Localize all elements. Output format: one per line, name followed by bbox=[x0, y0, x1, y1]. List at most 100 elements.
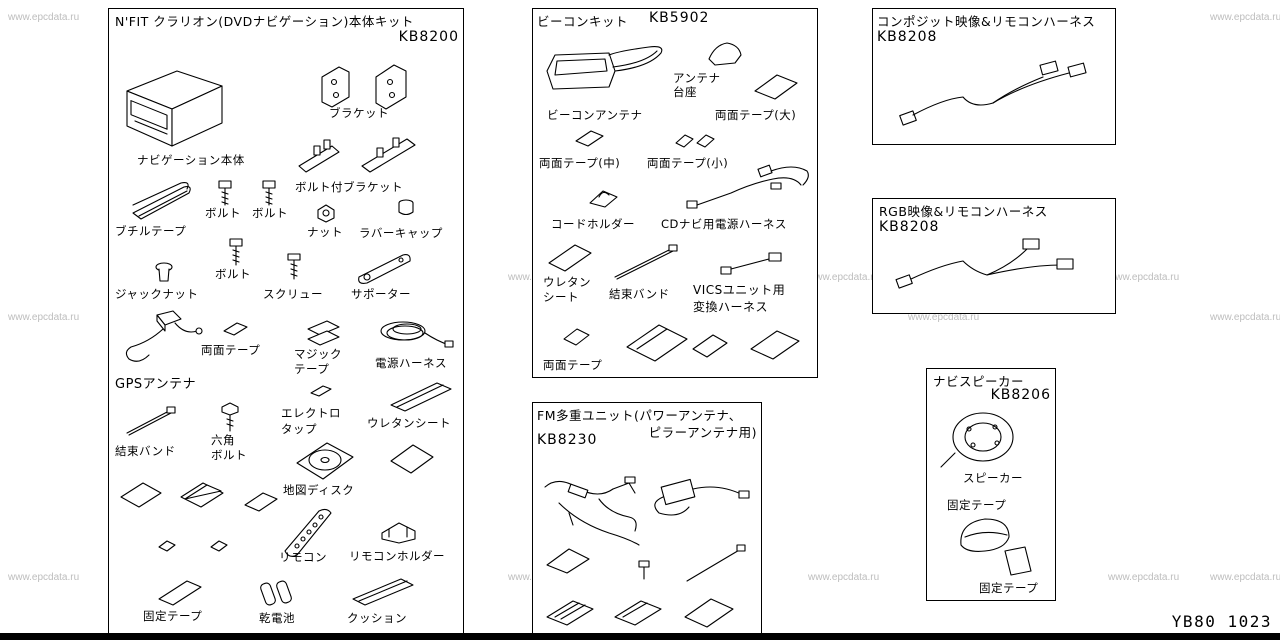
nut-illustration bbox=[315, 202, 337, 224]
label-bracket: ブラケット bbox=[329, 106, 389, 120]
composite-kit-title: コンポジット映像&リモコンハーネス bbox=[877, 14, 1096, 29]
label-ds-tape: 両面テープ bbox=[201, 343, 261, 357]
rgb-kit-code: KB8208 bbox=[879, 219, 940, 235]
label-remote: リモコン bbox=[279, 550, 327, 564]
watermark-text: www.epcdata.ru bbox=[808, 272, 880, 283]
label-beacon-antenna: ビーコンアンテナ bbox=[547, 108, 643, 122]
composite-kit-panel: コンポジット映像&リモコンハーネス KB8208 bbox=[872, 8, 1116, 145]
cable-tie-illustration bbox=[121, 403, 181, 439]
antenna-base-illustration bbox=[705, 39, 745, 69]
speaker-kit-panel: ナビスピーカー KB8206 スピーカー 固定テープ 固定テープ bbox=[926, 368, 1056, 601]
hex-bolt-illustration bbox=[219, 401, 241, 433]
label-bolt-2: ボルト bbox=[252, 206, 288, 220]
fm-kit-title-2: ピラーアンテナ用) bbox=[648, 425, 757, 440]
cable-tie-2-illustration bbox=[611, 241, 681, 281]
fm-kit-code: KB8230 bbox=[537, 432, 598, 448]
watermark-text: www.epcdata.ru bbox=[8, 312, 80, 323]
small-tape-illustration bbox=[155, 537, 235, 557]
cushion-illustration bbox=[349, 575, 419, 611]
diagram-reference-code: YB80 1023 bbox=[1171, 612, 1272, 631]
nav-kit-panel: N'FIT クラリオン(DVDナビゲーション)本体キット KB8200 ナビゲー… bbox=[108, 8, 464, 634]
bracket-illustration bbox=[314, 57, 424, 112]
power-harness-illustration bbox=[375, 311, 455, 353]
watermark-text: www.epcdata.ru bbox=[908, 312, 980, 323]
ds-tape-small-illustration bbox=[673, 129, 723, 151]
label-bolt-3: ボルト bbox=[215, 267, 251, 281]
label-ds-tape-mid: 両面テープ(中) bbox=[539, 156, 621, 170]
gps-antenna-illustration bbox=[119, 307, 204, 367]
label-speaker: スピーカー bbox=[963, 471, 1023, 485]
label-fix-tape-1: 固定テープ bbox=[947, 498, 1007, 512]
watermark-text: www.epcdata.ru bbox=[1210, 312, 1280, 323]
beacon-antenna-illustration bbox=[539, 37, 669, 107]
bottom-border bbox=[0, 633, 1280, 640]
vics-harness-illustration bbox=[717, 249, 787, 279]
label-cushion: クッション bbox=[347, 611, 407, 625]
speaker-kit-title: ナビスピーカー bbox=[933, 374, 1025, 389]
rgb-kit-panel: RGB映像&リモコンハーネス KB8208 bbox=[872, 198, 1116, 314]
label-electro-tap: エレクトロ タップ bbox=[281, 406, 341, 436]
watermark-text: www.epcdata.ru bbox=[8, 12, 80, 23]
label-urethane-sheet: ウレタンシート bbox=[367, 416, 451, 430]
label-power-harness: 電源ハーネス bbox=[375, 356, 447, 370]
watermark-text: www.epcdata.ru bbox=[808, 572, 880, 583]
label-ds-tape-large: 両面テープ(大) bbox=[715, 108, 797, 122]
label-supporter: サポーター bbox=[351, 287, 411, 301]
watermark-text: www.epcdata.ru bbox=[1210, 12, 1280, 23]
urethane-sheet-illustration bbox=[387, 379, 457, 419]
label-vics-harness: VICSユニット用 変換ハーネス bbox=[693, 283, 786, 314]
rubber-cap-illustration bbox=[395, 197, 417, 219]
watermark-text: www.epcdata.ru bbox=[1108, 272, 1180, 283]
label-urethane-sheet-2: ウレタン シート bbox=[543, 275, 591, 304]
jack-nut-illustration bbox=[153, 261, 175, 285]
beacon-kit-panel: ビーコンキット KB5902 ビーコンアンテナ アンテナ 台座 両面テープ(大)… bbox=[532, 8, 818, 378]
watermark-text: www.epcdata.ru bbox=[8, 572, 80, 583]
label-fix-tape: 固定テープ bbox=[143, 609, 203, 623]
sheets-illustration bbox=[623, 321, 813, 367]
battery-illustration bbox=[259, 577, 299, 607]
composite-harness-illustration bbox=[893, 49, 1093, 139]
bolt-bracket-illustration bbox=[297, 134, 422, 179]
cd-power-harness-illustration bbox=[683, 159, 813, 214]
label-magic-tape: マジック テープ bbox=[294, 347, 342, 376]
fm-kit-title: FM多重ユニット(パワーアンテナ、 bbox=[537, 408, 742, 423]
speaker-cover-illustration bbox=[955, 515, 1015, 555]
supporter-illustration bbox=[355, 249, 415, 284]
ds-tape-2-illustration bbox=[561, 325, 593, 349]
bolt-illustration bbox=[215, 179, 285, 209]
fm-kit-panel: FM多重ユニット(パワーアンテナ、 ピラーアンテナ用) KB8230 bbox=[532, 402, 762, 634]
label-screw: スクリュー bbox=[263, 287, 323, 301]
nav-kit-code: KB8200 bbox=[398, 29, 459, 45]
fm-parts-illustration bbox=[543, 543, 753, 635]
label-cd-power-harness: CDナビ用電源ハーネス bbox=[661, 217, 787, 231]
beacon-kit-code: KB5902 bbox=[649, 10, 710, 26]
nav-unit-illustration bbox=[117, 51, 227, 151]
remote-illustration bbox=[279, 505, 339, 557]
watermark-text: www.epcdata.ru bbox=[1108, 572, 1180, 583]
fm-unit-illustration bbox=[539, 473, 754, 553]
label-butyl-tape: ブチルテープ bbox=[115, 224, 187, 238]
fix-tape-illustration bbox=[155, 577, 205, 607]
label-nav-unit: ナビゲーション本体 bbox=[137, 153, 245, 167]
ds-tape-mid-illustration bbox=[573, 127, 607, 151]
label-nut: ナット bbox=[307, 225, 343, 239]
butyl-tape-illustration bbox=[129, 181, 199, 221]
label-remote-holder: リモコンホルダー bbox=[349, 549, 445, 563]
speaker-kit-code: KB8206 bbox=[990, 387, 1051, 403]
magic-tape-illustration bbox=[305, 319, 345, 349]
sheet-illustration bbox=[387, 441, 437, 477]
label-bolt-1: ボルト bbox=[205, 206, 241, 220]
label-ds-tape-small: 両面テープ(小) bbox=[647, 156, 729, 170]
label-battery: 乾電池 bbox=[259, 611, 295, 625]
ds-tape-illustration bbox=[221, 319, 251, 339]
sheets-row-illustration bbox=[117, 481, 287, 521]
label-antenna-base: アンテナ 台座 bbox=[673, 71, 721, 99]
ds-tape-large-illustration bbox=[751, 71, 801, 103]
label-rubber-cap: ラバーキャップ bbox=[359, 226, 443, 240]
label-map-disc: 地図ディスク bbox=[283, 483, 355, 497]
composite-kit-code: KB8208 bbox=[877, 29, 938, 45]
electro-tap-illustration bbox=[309, 383, 333, 399]
remote-holder-illustration bbox=[379, 517, 419, 545]
urethane-sheet-illustration bbox=[545, 241, 595, 275]
label-ds-tape-2: 両面テープ bbox=[543, 358, 603, 372]
